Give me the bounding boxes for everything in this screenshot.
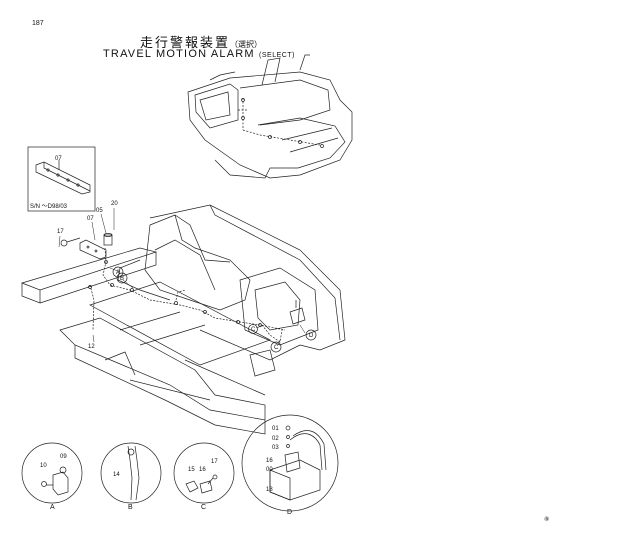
inset-serial-box [27, 146, 96, 212]
ref-c-2: C [274, 345, 279, 351]
callout-20: 20 [111, 201, 118, 207]
callout-16: 16 [199, 467, 206, 473]
ref-b: B [120, 276, 124, 282]
callout-07: 07 [87, 216, 94, 222]
detail-label-d: D [287, 509, 292, 516]
callout-17-c: 17 [211, 459, 218, 465]
callout-15: 15 [188, 467, 195, 473]
detail-view-a [21, 442, 83, 504]
title-en-text: TRAVEL MOTION ALARM [103, 48, 255, 60]
detail-view-c [173, 442, 235, 504]
callout-12: 12 [88, 344, 95, 350]
callout-02: 02 [272, 436, 279, 442]
callout-00: 00 [266, 467, 273, 473]
reference-markers [112, 266, 317, 353]
callout-05: 05 [96, 208, 103, 214]
page-number: 187 [32, 20, 44, 27]
callout-14: 14 [113, 472, 120, 478]
callout-18: 18 [266, 487, 273, 493]
detail-label-a: A [50, 504, 55, 511]
title-jp-select: （選択） [230, 40, 263, 49]
callout-10: 10 [40, 463, 47, 469]
detail-label-c: C [201, 504, 206, 511]
ref-c: C [251, 327, 256, 333]
excavator-overview [187, 54, 353, 179]
ref-d: D [309, 333, 314, 339]
detail-view-b [100, 442, 162, 504]
ref-a: A [116, 270, 120, 276]
title-en-select: (SELECT) [259, 52, 295, 59]
part-callouts: 07 S/N ～D98/03 20 05 07 17 12 A B C D C … [30, 156, 549, 523]
corner-mark: ⑧ [544, 516, 549, 523]
chassis-frame [20, 204, 346, 435]
title-english: TRAVEL MOTION ALARM (SELECT) [103, 48, 295, 60]
detail-label-b: B [128, 504, 133, 511]
title-japanese: 走行警報装置（選択） [140, 32, 262, 51]
callout-09: 09 [60, 454, 67, 460]
leader-lines [58, 208, 306, 346]
serial-note: S/N ～D98/03 [30, 204, 68, 210]
callout-17: 17 [57, 229, 64, 235]
title-jp-text: 走行警報装置 [140, 35, 231, 50]
detail-view-d [241, 414, 339, 512]
callout-01: 01 [272, 426, 279, 432]
callout-16-d: 16 [266, 458, 273, 464]
callout-07-inset: 07 [55, 156, 62, 162]
callout-03: 03 [272, 445, 279, 451]
